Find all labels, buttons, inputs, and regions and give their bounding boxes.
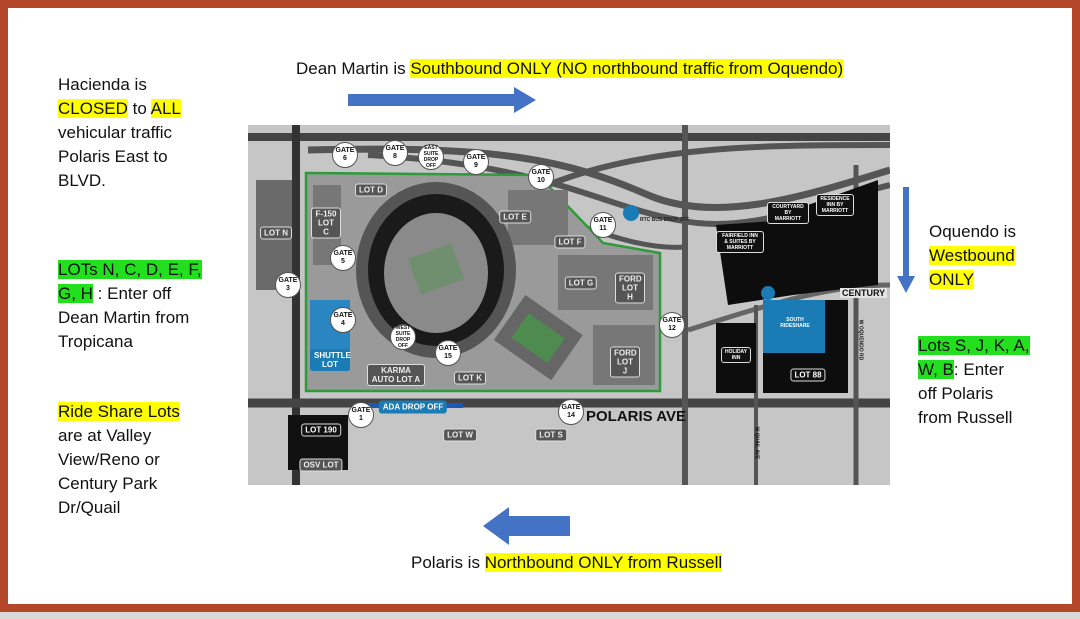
note-text: to (127, 99, 151, 118)
note-highlight: Northbound ONLY from Russell (484, 553, 723, 572)
lot-g-label: LOT G (564, 276, 598, 290)
lots-north-note: LOTs N, C, D, E, F, G, H : Enter off Dea… (58, 258, 202, 354)
arrow-down-icon (897, 187, 915, 293)
note-line: Hacienda is (58, 75, 147, 94)
note-highlight: G, H (58, 284, 93, 303)
gate-15-marker: GATE 15 (435, 340, 461, 366)
note-highlight: Lots S, J, K, A, (918, 336, 1030, 355)
gate-8-marker: GATE 8 (382, 140, 408, 166)
arrow-left-icon (483, 507, 570, 545)
oquendo-rd-label: W OQUENDO RD (857, 319, 864, 361)
courtyard-hotel-label: COURTYARD BY MARRIOTT (767, 202, 809, 224)
osv-lot-label: OSV LOT (299, 458, 343, 472)
residence-inn-label: RESIDENCE INN BY MARRIOTT (816, 194, 854, 216)
fairfield-inn-label: FAIRFIELD INN & SUITES BY MARRIOTT (716, 231, 764, 253)
gate-9-marker: GATE 9 (463, 149, 489, 175)
lot-d-label: LOT D (355, 183, 387, 197)
note-line: Oquendo is (929, 222, 1016, 241)
lot-190-label: LOT 190 (301, 423, 341, 437)
gate-6-marker: GATE 6 (332, 142, 358, 168)
gate-5-marker: GATE 5 (330, 245, 356, 271)
lot-c-label: F-150 LOT C (311, 207, 341, 239)
west-suite-drop-off-marker: WEST SUITE DROP OFF (390, 324, 416, 350)
note-highlight: LOTs N, C, D, E, F, (58, 260, 202, 279)
shuttle-lot-label: SHUTTLE LOT (310, 349, 351, 371)
note-line: Dean Martin from (58, 308, 190, 327)
polaris-ave-label: POLARIS AVE (586, 408, 687, 425)
arrow-right-icon (348, 87, 536, 113)
note-highlight: CLOSED (58, 99, 128, 118)
note-line: vehicular traffic (58, 123, 173, 142)
rideshare-note: Ride Share Lots are at Valley View/Reno … (58, 400, 180, 520)
bus-drop-off-label: RTC BUS DROP OFF (640, 217, 690, 223)
note-line: from Russell (918, 408, 1013, 427)
century-label: CENTURY (840, 288, 888, 298)
lot-s-label: LOT S (535, 428, 567, 442)
note-highlight: Southbound ONLY (NO northbound traffic f… (410, 59, 844, 78)
note-text: : Enter (953, 360, 1004, 379)
lot-w-label: LOT W (443, 428, 477, 442)
note-highlight: Westbound (929, 246, 1015, 265)
note-line: View/Reno or (58, 450, 160, 469)
lot-88-label: LOT 88 (790, 368, 826, 382)
hacienda-note: Hacienda is CLOSED to ALL vehicular traf… (58, 73, 181, 193)
lot-h-label: FORD LOT H (615, 272, 645, 304)
note-text: Dean Martin is (296, 59, 411, 78)
oquendo-note: Oquendo is Westbound ONLY (929, 220, 1016, 292)
note-highlight: Ride Share Lots (58, 402, 180, 421)
map-graphic (248, 125, 890, 485)
gate-3-marker: GATE 3 (275, 272, 301, 298)
south-rideshare-label: SOUTH RIDESHARE (780, 317, 810, 329)
note-text: Polaris is (411, 553, 485, 572)
lot-f-label: LOT F (554, 235, 586, 249)
gate-14-marker: GATE 14 (558, 399, 584, 425)
note-line: are at Valley (58, 426, 152, 445)
lot-j-label: FORD LOT J (610, 346, 640, 378)
holiday-inn-label: HOLIDAY INN (721, 347, 751, 363)
note-highlight: W, B (918, 360, 954, 379)
note-highlight: ALL (150, 99, 181, 118)
gate-4-marker: GATE 4 (330, 307, 356, 333)
note-line: Dr/Quail (58, 498, 121, 517)
note-line: Century Park (58, 474, 158, 493)
gate-12-marker: GATE 12 (659, 312, 685, 338)
lot-e-label: LOT E (499, 210, 531, 224)
east-suite-drop-off-marker: EAST SUITE DROP OFF (418, 144, 444, 170)
note-text: : Enter off (92, 284, 172, 303)
note-highlight: ONLY (929, 270, 975, 289)
lot-k-label: LOT K (454, 371, 486, 385)
polaris-note: Polaris is Northbound ONLY from Russell (411, 551, 723, 575)
gate-10-marker: GATE 10 (528, 164, 554, 190)
bus-icon (623, 205, 639, 221)
dean-martin-note: Dean Martin is Southbound ONLY (NO north… (296, 57, 844, 81)
rideshare-pin-icon (761, 286, 775, 300)
note-line: Tropicana (58, 332, 133, 351)
note-line: Polaris East to (58, 147, 168, 166)
lots-south-note: Lots S, J, K, A, W, B: Enter off Polaris… (918, 334, 1030, 430)
quail-ave-label: W QUAIL AVE (753, 426, 760, 460)
gate-11-marker: GATE 11 (590, 212, 616, 238)
gate-1-marker: GATE 1 (348, 402, 374, 428)
note-line: off Polaris (918, 384, 994, 403)
lot-a-label: KARMA AUTO LOT A (367, 364, 425, 386)
lot-n-label: LOT N (260, 226, 292, 240)
stadium-parking-map: GATE 6 GATE 8 GATE 9 GATE 10 GATE 11 GAT… (248, 125, 890, 485)
ada-drop-off-label: ADA DROP OFF (378, 400, 448, 414)
note-line: BLVD. (58, 171, 106, 190)
